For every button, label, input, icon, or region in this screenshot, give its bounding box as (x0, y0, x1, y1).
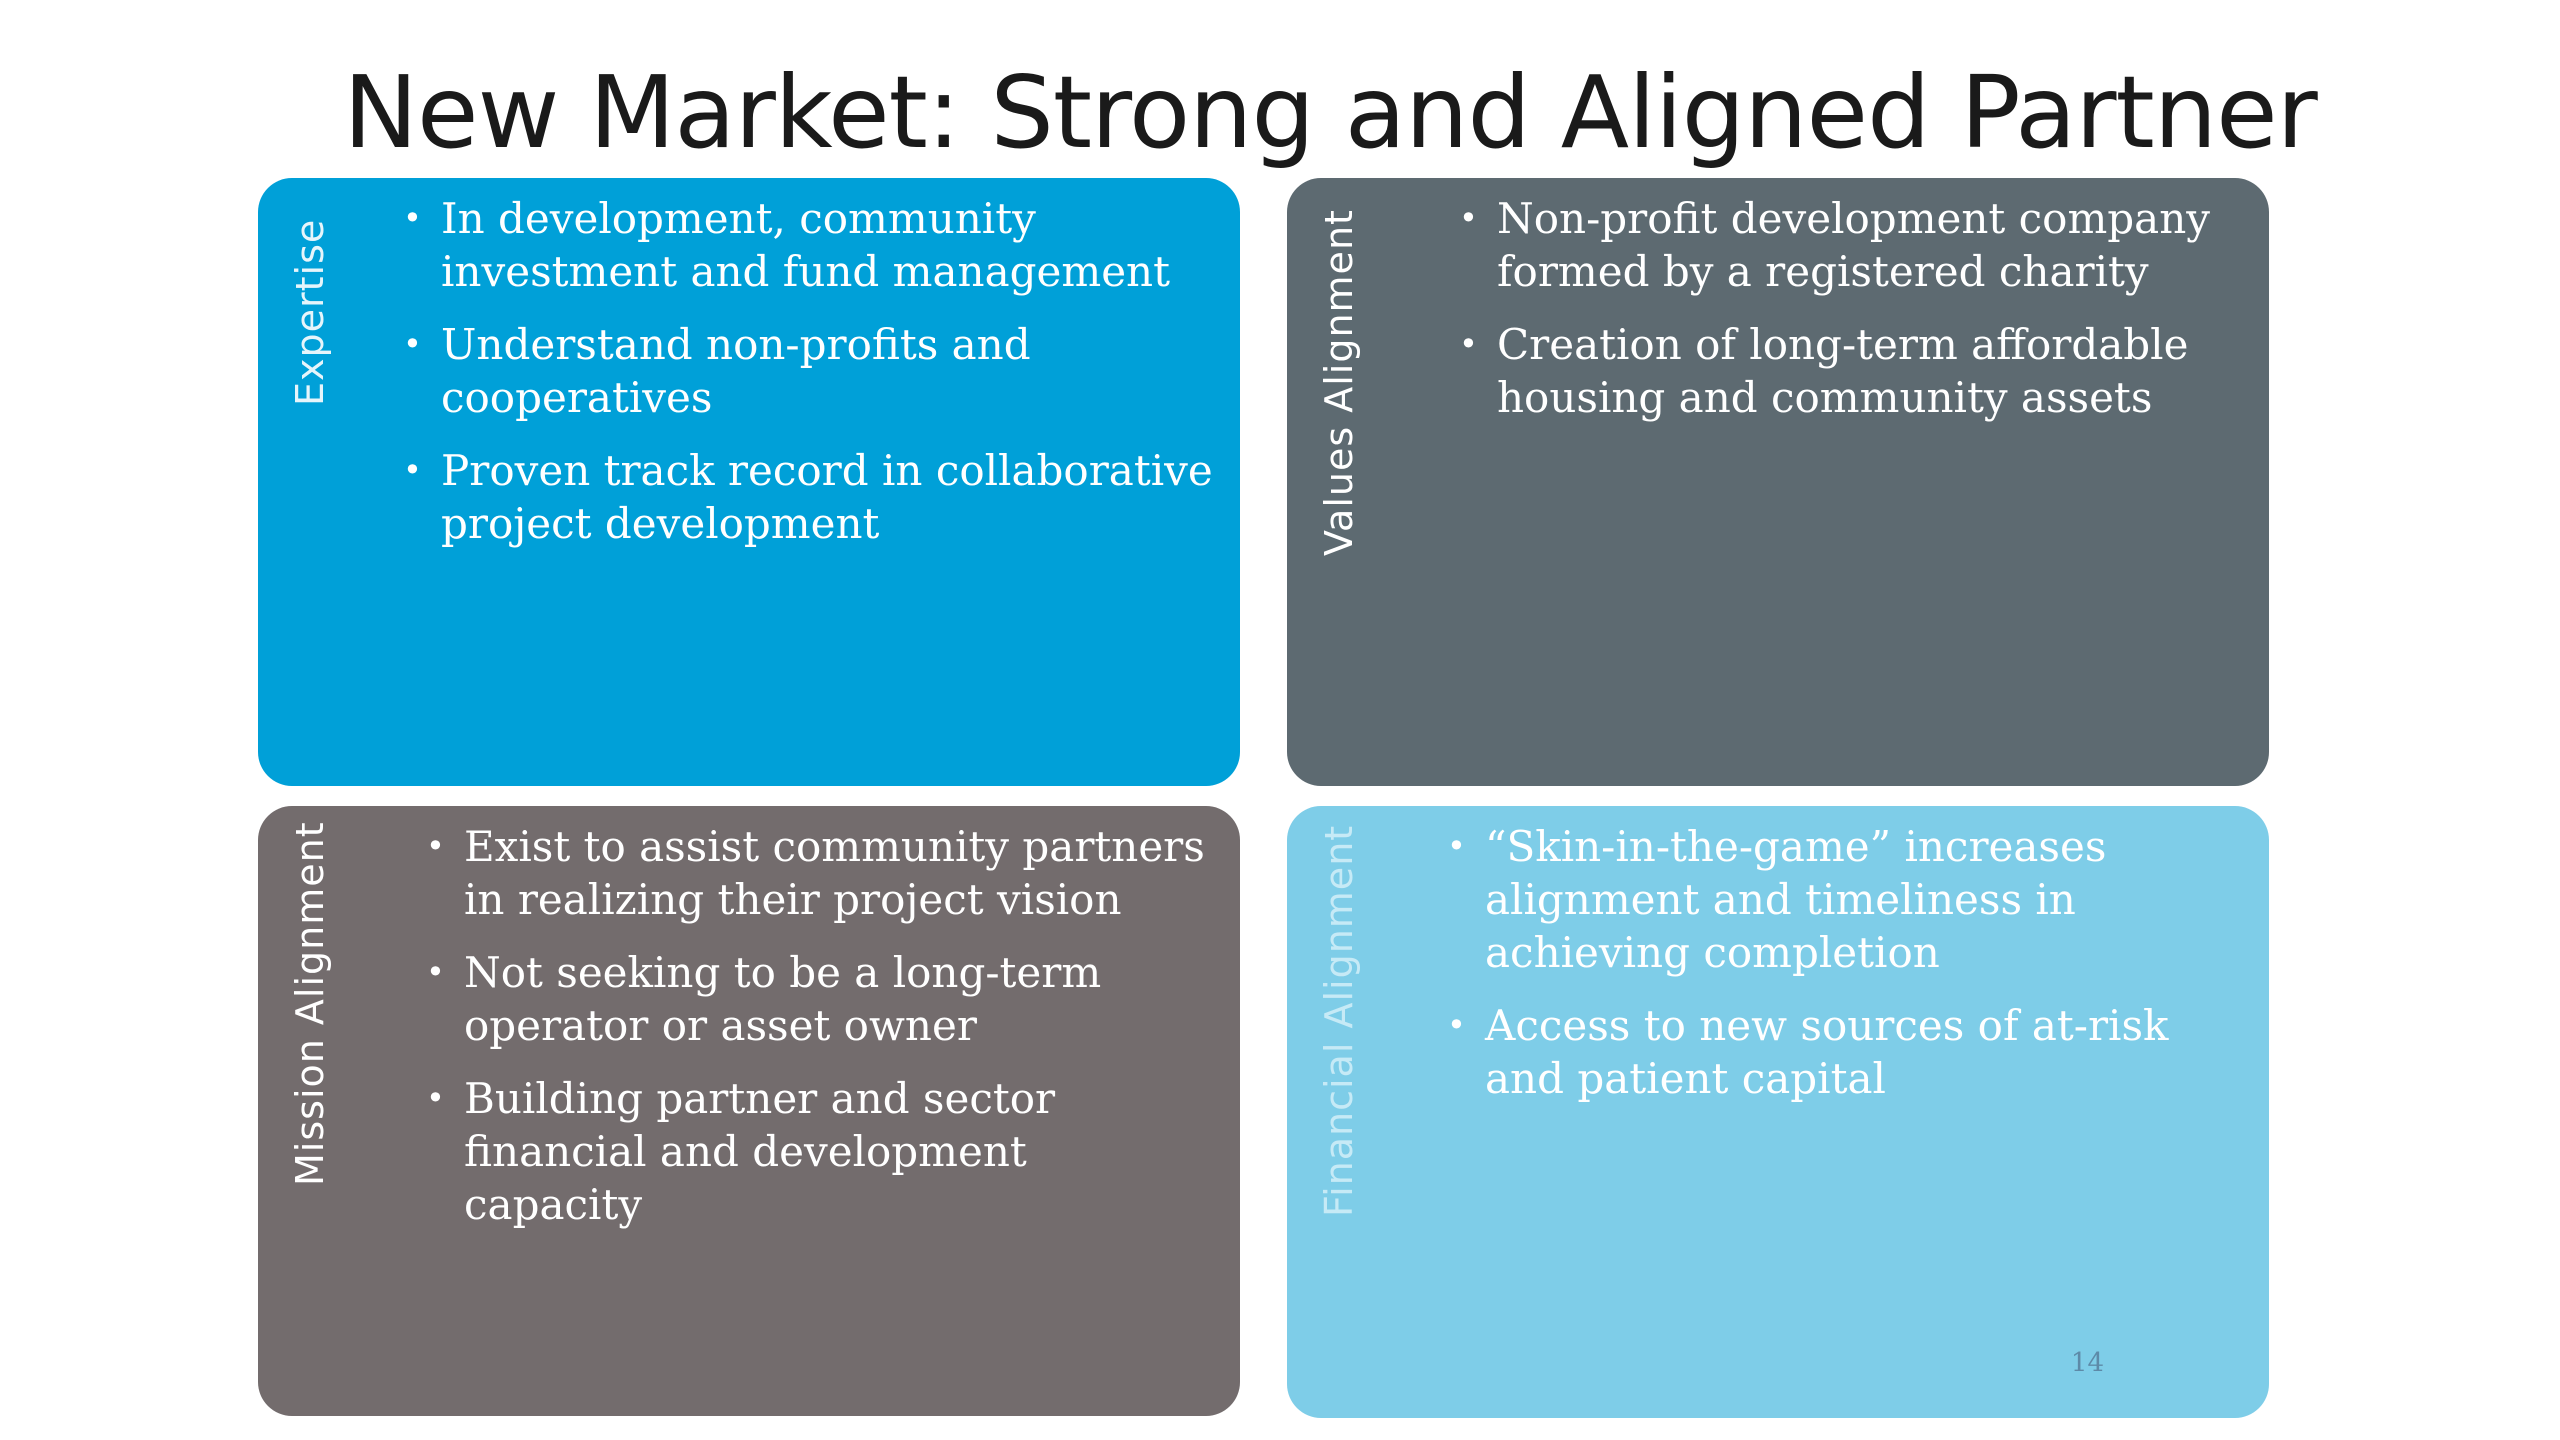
list-item: “Skin-in-the-game” increases alignment a… (1447, 820, 2247, 979)
panel-mission-alignment: Mission Alignment Exist to assist commun… (258, 806, 1240, 1416)
list-item: Proven track record in collaborative pro… (403, 444, 1213, 550)
list-item: Access to new sources of at-risk and pat… (1447, 999, 2247, 1105)
list-item: Building partner and sector financial an… (426, 1072, 1216, 1231)
panel-expertise: Expertise In development, community inve… (258, 178, 1240, 786)
list-item: Non-profit development company formed by… (1459, 192, 2249, 298)
list-item: Not seeking to be a long-term operator o… (426, 946, 1216, 1052)
panel-values-alignment: Values Alignment Non-profit development … (1287, 178, 2269, 786)
panel-label-values-alignment: Values Alignment (1317, 209, 1361, 556)
list-item: Exist to assist community partners in re… (426, 820, 1216, 926)
bullet-list-expertise: In development, community investment and… (403, 192, 1213, 570)
slide-number: 14 (2070, 1348, 2104, 1378)
bullet-list-values: Non-profit development company formed by… (1459, 192, 2249, 444)
list-item: Creation of long-term affordable housing… (1459, 318, 2249, 424)
bullet-list-mission: Exist to assist community partners in re… (426, 820, 1216, 1251)
list-item: Understand non-profits and cooperatives (403, 318, 1213, 424)
panel-label-mission-alignment: Mission Alignment (288, 821, 332, 1186)
list-item: In development, community investment and… (403, 192, 1213, 298)
slide-title: New Market: Strong and Aligned Partner (343, 54, 2318, 171)
panel-financial-alignment: Financial Alignment “Skin-in-the-game” i… (1287, 806, 2269, 1418)
bullet-list-financial: “Skin-in-the-game” increases alignment a… (1447, 820, 2247, 1125)
panel-label-expertise: Expertise (288, 218, 332, 407)
panel-label-financial-alignment: Financial Alignment (1317, 824, 1361, 1217)
